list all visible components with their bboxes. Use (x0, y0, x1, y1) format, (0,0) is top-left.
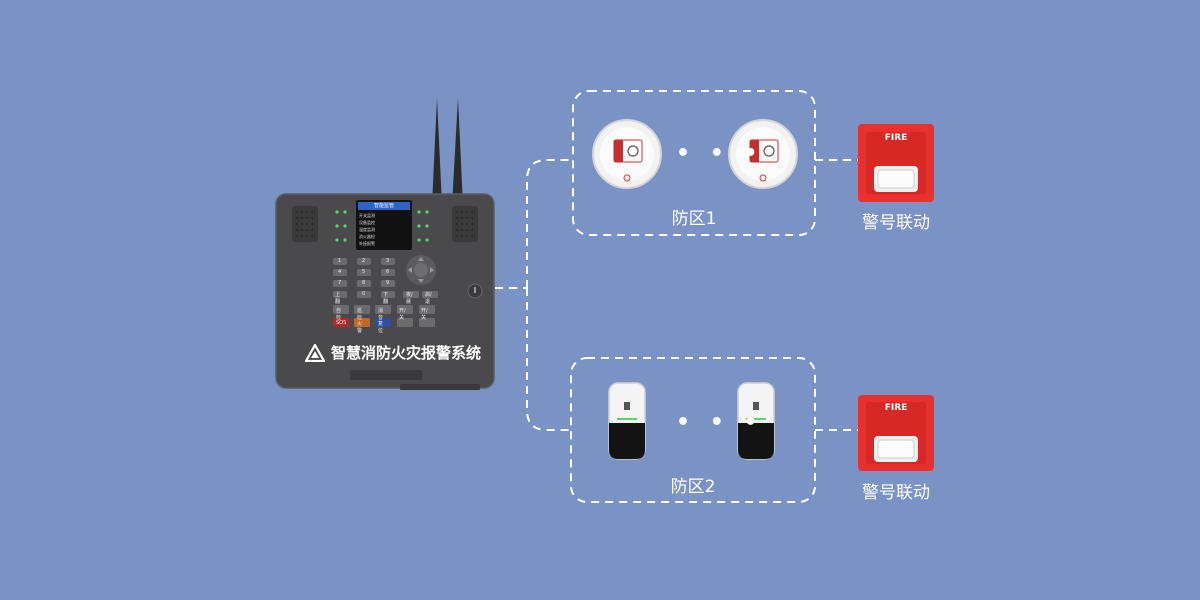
alarm-strobe-icon-2 (858, 395, 934, 471)
key-1[interactable]: 1 (338, 258, 342, 264)
smoke-detector-icon (592, 119, 662, 189)
patrol-button[interactable]: 巡检 (357, 308, 363, 321)
key-page-down[interactable]: 下翻 (383, 292, 389, 305)
key-4[interactable]: 4 (338, 269, 342, 275)
screen-rows: 开关监测 设备监控 温度监测 消火器检 外接报警 (359, 212, 409, 247)
antenna-icon (429, 98, 465, 206)
key-page-up[interactable]: 上翻 (335, 292, 341, 305)
gas-detector-icon-2 (737, 382, 775, 460)
key-7[interactable]: 7 (338, 280, 342, 286)
logo-icon (305, 343, 325, 362)
connector-zone1 (526, 159, 572, 288)
screen-row: 消火器检 (359, 234, 375, 239)
key-2[interactable]: 2 (362, 258, 366, 264)
alarm-strobe-icon (858, 124, 934, 202)
key-6[interactable]: 6 (386, 269, 390, 275)
zone2-label: 防区2 (670, 477, 716, 497)
key-5[interactable]: 5 (362, 269, 366, 275)
screen-row: 开关监测 (359, 213, 375, 218)
connector-lines (495, 159, 858, 431)
key-9[interactable]: 9 (386, 280, 390, 286)
zone2-ellipsis: • • • (676, 410, 764, 435)
reset-button[interactable]: 复位 (378, 321, 384, 334)
key-8[interactable]: 8 (362, 280, 366, 286)
alarm1-fire-sign: FIRE (884, 133, 908, 143)
fire-alarm-button[interactable]: 火警 (357, 321, 363, 334)
alarm1-label: 警号联动 (862, 213, 930, 233)
switch-button-1[interactable]: 开/关 (399, 308, 406, 321)
self-test-button[interactable]: 自检 (336, 308, 342, 321)
key-night[interactable]: 夜/晨 (406, 292, 413, 305)
zone1-ellipsis: • • • (676, 141, 764, 166)
mute-button[interactable]: 消音 (378, 308, 384, 321)
connector-zone2 (526, 288, 572, 431)
smoke-detector-icon-2 (728, 119, 798, 189)
brand-text: 智慧消防火灾报警系统 (331, 344, 482, 362)
screen-row: 外接报警 (359, 241, 375, 246)
sos-button-shape (333, 318, 349, 327)
screen-title: 智能监管 (373, 203, 394, 209)
key-exit[interactable]: 启/退 (425, 292, 432, 305)
fire-button-shape (354, 318, 370, 327)
gas-detector-icon (608, 382, 646, 460)
switch-button-2[interactable]: 开/关 (421, 308, 428, 321)
alarm2-fire-sign: FIRE (884, 403, 908, 413)
key-3[interactable]: 3 (386, 258, 390, 264)
reset-button-shape (375, 318, 391, 327)
control-panel (275, 193, 495, 390)
zone1-label: 防区1 (671, 209, 717, 229)
screen-row: 设备监控 (359, 220, 375, 225)
zone2-box (570, 357, 816, 503)
panel-brand: 智慧消防火灾报警系统 (305, 342, 481, 363)
sos-button[interactable]: SOS (336, 320, 347, 326)
screen-row: 温度监测 (359, 227, 375, 232)
alarm2-label: 警号联动 (862, 483, 930, 503)
zone1-box (572, 90, 816, 236)
key-0[interactable]: 0 (362, 291, 366, 297)
